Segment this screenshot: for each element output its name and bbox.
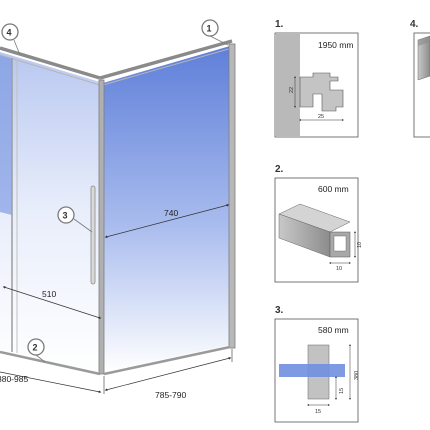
bottom-profile-front [0, 350, 101, 376]
svg-text:3.: 3. [275, 305, 284, 316]
detail-1-profile [299, 72, 344, 112]
front-glass-tint-strip [0, 55, 12, 215]
detail-4: 4. [410, 19, 430, 138]
top-frame-side [99, 39, 233, 80]
svg-text:2: 2 [33, 343, 38, 353]
top-frame-side-inner [102, 47, 233, 86]
corner-post [98, 79, 105, 375]
dim-line-inner-width [104, 204, 230, 238]
top-frame-front [0, 46, 101, 80]
svg-text:10: 10 [336, 266, 342, 272]
wall-profile-right [228, 43, 236, 349]
callout-4 [1, 23, 19, 41]
svg-text:1950 mm: 1950 mm [318, 40, 353, 50]
svg-text:22: 22 [289, 87, 295, 93]
detail-2: 2. 600 mm 10 10 [274, 164, 363, 283]
detail-3: 3. 580 mm 380 15 15 [274, 305, 360, 423]
callout-3 [57, 206, 75, 224]
svg-text:2.: 2. [275, 164, 284, 175]
svg-text:25: 25 [318, 114, 324, 120]
svg-text:600 mm: 600 mm [318, 184, 349, 194]
enclosure-drawing [0, 39, 236, 376]
door-handle [90, 185, 96, 285]
svg-text:10: 10 [357, 242, 363, 248]
dim-line-door-width [2, 286, 102, 319]
svg-text:1.: 1. [275, 19, 284, 30]
dim-line-width [0, 371, 102, 394]
callout-2 [27, 338, 45, 356]
svg-text:4: 4 [7, 28, 12, 38]
svg-text:3: 3 [63, 211, 68, 221]
wall-section [276, 34, 300, 136]
dim-line-depth [104, 356, 232, 392]
dimension-lines: 740 510 785-790 880-985 [0, 204, 233, 400]
svg-text:380: 380 [354, 371, 360, 380]
callout-1 [201, 19, 219, 37]
svg-text:15: 15 [315, 409, 321, 415]
svg-text:1: 1 [207, 24, 212, 34]
callouts: 1 4 3 2 [1, 19, 229, 363]
detail-1: 1. 1950 mm 22 25 [274, 19, 359, 138]
detail-3-glass [279, 364, 345, 377]
dim-depth: 785-790 [155, 390, 186, 400]
svg-text:15: 15 [339, 388, 345, 394]
dim-inner-width: 740 [164, 208, 178, 218]
dim-door-width: 510 [42, 289, 56, 299]
svg-text:580 mm: 580 mm [318, 325, 349, 335]
svg-text:4.: 4. [410, 19, 419, 30]
dim-width-left: 880-985 [0, 374, 28, 384]
detail-4-profile [417, 35, 430, 81]
front-glass-panel [0, 52, 100, 372]
